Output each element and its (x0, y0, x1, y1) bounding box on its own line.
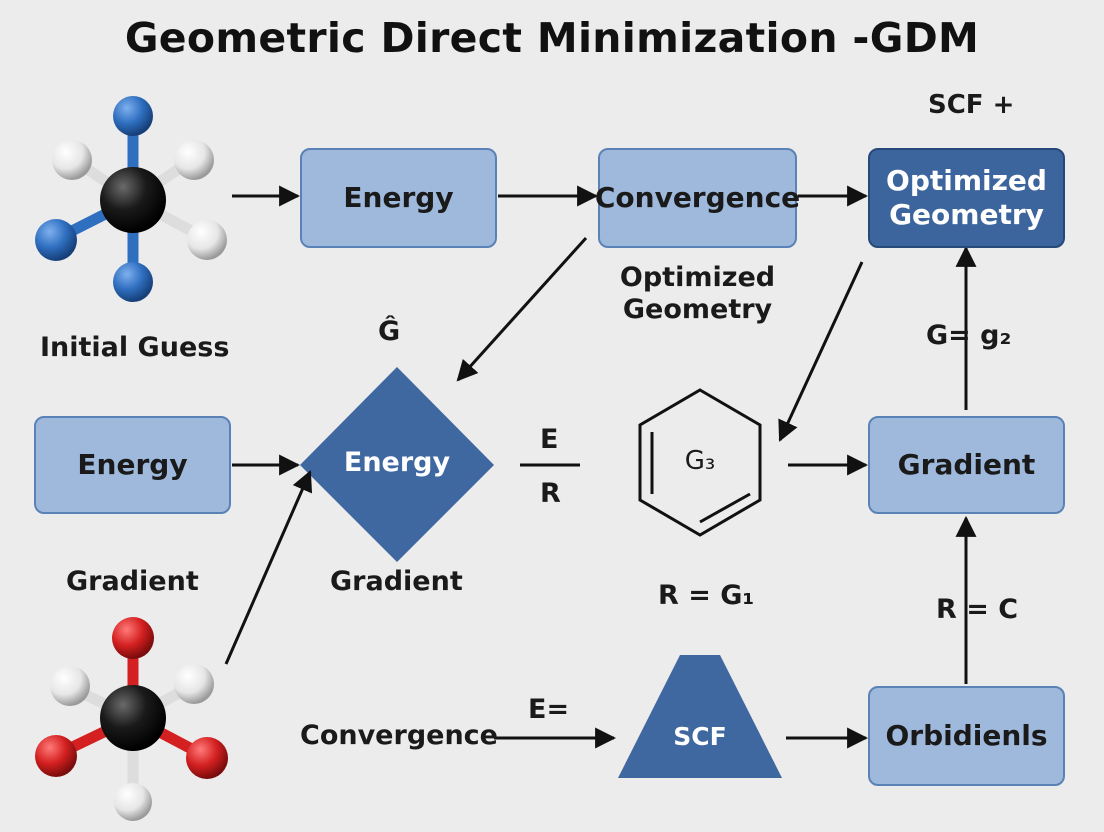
arrow-optimized-to-hexagon (778, 261, 864, 442)
optimized-geometry-text-line2: Geometry (622, 294, 773, 326)
optimized-geometry-text: Optimized Geometry (598, 262, 797, 327)
diagram-title: Geometric Direct Minimization -GDM (124, 14, 980, 62)
energy-diamond-label: Energy (343, 447, 451, 478)
hexagon-ring-icon (638, 388, 762, 537)
g3-label: G₃ (684, 446, 716, 476)
optimized-geometry-box[interactable]: Optimized Geometry (868, 148, 1065, 248)
r-bottom-label: R (540, 478, 561, 509)
e-eq-label: E= (528, 694, 570, 725)
r-eq-g1-label: R = G₁ (658, 580, 755, 611)
convergence-box-top-label: Convergence (594, 181, 801, 215)
optimized-geometry-box-line1: Optimized (886, 164, 1047, 198)
molecule-bottom-icon (35, 617, 228, 821)
arrow-molecule-to-diamond (224, 470, 313, 665)
g-partial-label: Ĝ (378, 316, 401, 347)
gradient-under-diamond-label: Gradient (330, 566, 463, 597)
energy-box-top-label: Energy (343, 181, 454, 215)
molecule-initial-guess-icon (35, 96, 227, 302)
gradient-box[interactable]: Gradient (868, 416, 1065, 514)
convergence-box-top[interactable]: Convergence (594, 148, 801, 248)
gradient-box-label: Gradient (897, 448, 1036, 482)
energy-diamond-shape[interactable] (300, 367, 494, 562)
orbidienls-box-label: Orbidienls (885, 719, 1048, 753)
e-top-label: E (540, 424, 559, 455)
convergence-bottom-label: Convergence (300, 720, 498, 751)
scf-plus-label: SCF + (928, 90, 1015, 120)
scf-trapezoid-label: SCF (673, 722, 727, 751)
g-eq-g2-label: G= g₂ (926, 320, 1012, 351)
energy-box-left[interactable]: Energy (34, 416, 231, 514)
scf-trapezoid-shape[interactable] (618, 655, 782, 778)
initial-guess-label: Initial Guess (40, 332, 230, 363)
orbidienls-box[interactable]: Orbidienls (868, 686, 1065, 786)
arrow-convergence-to-diamond (456, 236, 588, 382)
energy-box-top[interactable]: Energy (300, 148, 497, 248)
optimized-geometry-box-line2: Geometry (889, 198, 1044, 231)
gradient-left-label: Gradient (66, 566, 199, 597)
r-eq-c-label: R = C (936, 594, 1019, 625)
optimized-geometry-text-line1: Optimized (619, 262, 776, 293)
energy-box-left-label: Energy (77, 448, 188, 482)
